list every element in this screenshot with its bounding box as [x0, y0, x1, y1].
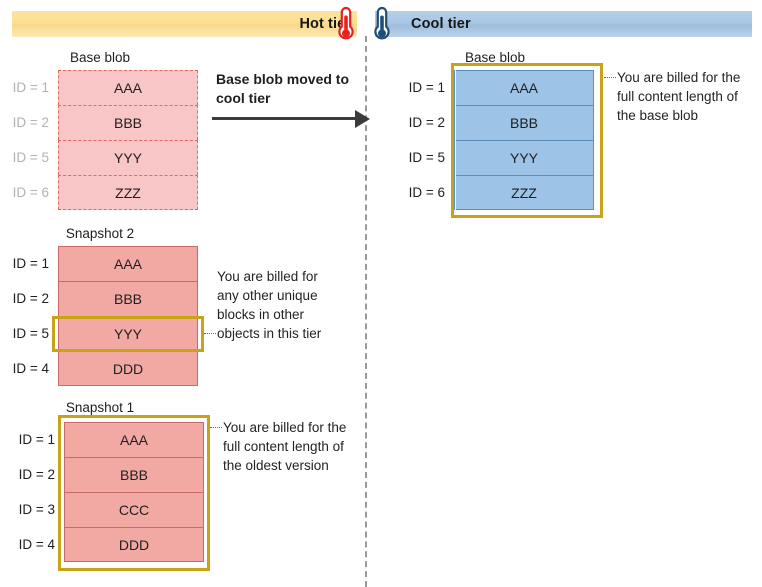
row-value-cell: BBB [58, 281, 198, 316]
table-row: ID = 6 ZZZ [0, 175, 198, 210]
hot-tier-label: Hot tier [299, 16, 351, 32]
row-value-cell: ZZZ [454, 175, 594, 210]
cool-base-blob-annotation: You are billed for the full content leng… [617, 70, 741, 123]
cool-base-blob-blocks: ID = 1 AAA ID = 2 BBB ID = 5 YYY ID = 6 … [396, 70, 594, 210]
row-id-label: ID = 5 [12, 326, 49, 341]
snapshot1-blocks: ID = 1 AAA ID = 2 BBB ID = 3 CCC ID = 4 … [6, 422, 204, 562]
row-id-label: ID = 4 [18, 537, 55, 552]
tier-divider [365, 36, 367, 587]
row-id-label: ID = 1 [408, 80, 445, 95]
snapshot2-leader-line [204, 333, 216, 334]
row-id-label: ID = 5 [12, 150, 49, 165]
row-value-cell: YYY [58, 140, 198, 175]
row-id-label: ID = 6 [12, 185, 49, 200]
table-row: ID = 4 DDD [6, 527, 204, 562]
hot-base-blob-blocks: ID = 1 AAA ID = 2 BBB ID = 5 YYY ID = 6 … [0, 70, 198, 210]
row-id-label: ID = 2 [12, 291, 49, 306]
cool-tier-bar: Cool tier [375, 11, 752, 37]
table-row: ID = 5 YYY [0, 316, 198, 351]
cool-base-leader-line [604, 77, 616, 78]
table-row: ID = 5 YYY [0, 140, 198, 175]
row-value-cell: BBB [454, 105, 594, 140]
row-id-label: ID = 2 [18, 467, 55, 482]
row-id-label: ID = 1 [18, 432, 55, 447]
table-row: ID = 5 YYY [396, 140, 594, 175]
row-value-cell: ZZZ [58, 175, 198, 210]
thermometer-hot-icon [338, 6, 354, 40]
row-id-label: ID = 4 [12, 361, 49, 376]
snapshot1-annotation: You are billed for the full content leng… [223, 420, 347, 473]
table-row: ID = 2 BBB [0, 105, 198, 140]
snapshot1-title: Snapshot 1 [65, 400, 135, 415]
row-value-cell: AAA [64, 422, 204, 457]
table-row: ID = 2 BBB [0, 281, 198, 316]
row-id-label: ID = 5 [408, 150, 445, 165]
snapshot1-leader-line [210, 427, 222, 428]
table-row: ID = 1 AAA [396, 70, 594, 105]
table-row: ID = 1 AAA [0, 246, 198, 281]
row-id-label: ID = 6 [408, 185, 445, 200]
table-row: ID = 2 BBB [6, 457, 204, 492]
move-arrow-line [212, 117, 367, 120]
table-row: ID = 1 AAA [0, 70, 198, 105]
row-value-cell: AAA [454, 70, 594, 105]
row-value-cell: YYY [58, 316, 198, 351]
right-arrow-icon [355, 110, 370, 128]
row-id-label: ID = 3 [18, 502, 55, 517]
row-value-cell: BBB [58, 105, 198, 140]
move-caption: Base blob moved to cool tier [216, 71, 350, 106]
row-value-cell: DDD [64, 527, 204, 562]
thermometer-cool-icon [374, 6, 390, 40]
row-id-label: ID = 1 [12, 80, 49, 95]
table-row: ID = 2 BBB [396, 105, 594, 140]
snapshot2-title: Snapshot 2 [65, 226, 135, 241]
row-value-cell: BBB [64, 457, 204, 492]
cool-base-blob-title: Base blob [464, 50, 526, 65]
cool-tier-label: Cool tier [411, 16, 471, 32]
hot-base-blob-title: Base blob [69, 50, 131, 65]
hot-tier-bar: Hot tier [12, 11, 357, 37]
table-row: ID = 1 AAA [6, 422, 204, 457]
row-value-cell: AAA [58, 246, 198, 281]
table-row: ID = 3 CCC [6, 492, 204, 527]
table-row: ID = 6 ZZZ [396, 175, 594, 210]
row-value-cell: YYY [454, 140, 594, 175]
row-id-label: ID = 2 [408, 115, 445, 130]
snapshot2-blocks: ID = 1 AAA ID = 2 BBB ID = 5 YYY ID = 4 … [0, 246, 198, 386]
row-value-cell: AAA [58, 70, 198, 105]
row-value-cell: CCC [64, 492, 204, 527]
table-row: ID = 4 DDD [0, 351, 198, 386]
row-value-cell: DDD [58, 351, 198, 386]
snapshot2-annotation: You are billed for any other unique bloc… [217, 269, 322, 341]
row-id-label: ID = 2 [12, 115, 49, 130]
row-id-label: ID = 1 [12, 256, 49, 271]
